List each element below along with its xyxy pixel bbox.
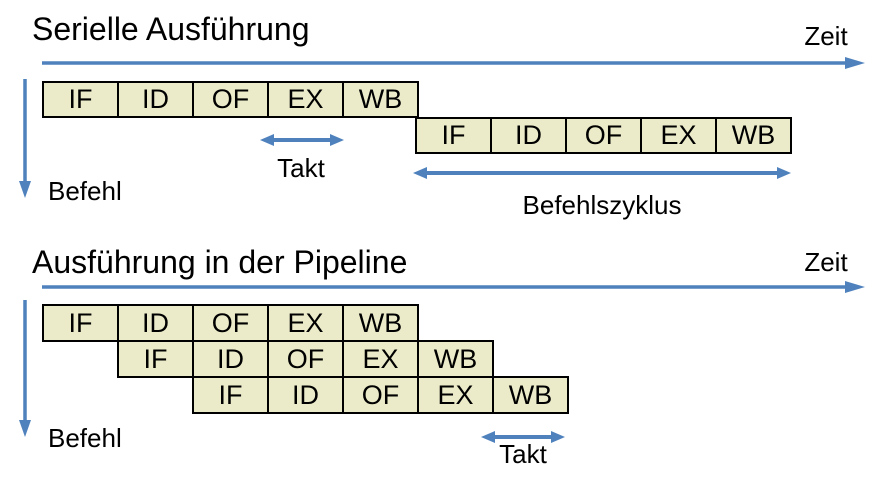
pipeline-instruction-label: Befehl: [48, 423, 122, 453]
stage-cell-wb: WB: [492, 376, 569, 414]
stage-cell-wb: WB: [342, 81, 419, 118]
pipeline-clock-period-arrow-icon: [481, 431, 565, 443]
serial-instruction-label: Befehl: [48, 176, 122, 206]
stage-cell-wb: WB: [417, 340, 494, 378]
stage-cell-ex: EX: [640, 117, 717, 154]
instruction-cycle-label: Befehlszyklus: [522, 190, 682, 220]
pipeline-time-label: Zeit: [804, 247, 848, 277]
pipeline-clock-label: Takt: [499, 439, 547, 469]
serial-time-axis-arrow-icon: [42, 57, 865, 69]
pipeline-instruction-axis-arrow-icon: [19, 300, 31, 437]
stage-cell-of: OF: [267, 340, 344, 378]
stage-cell-id: ID: [117, 304, 194, 342]
stage-cell-ex: EX: [417, 376, 494, 414]
serial-instruction-axis-arrow-icon: [19, 79, 31, 198]
stage-cell-of: OF: [565, 117, 642, 154]
stage-cell-id: ID: [117, 81, 194, 118]
pipeline-instruction-2-row: IF ID OF EX WB: [117, 340, 494, 378]
pipeline-instruction-3-row: IF ID OF EX WB: [192, 376, 569, 414]
serial-time-label: Zeit: [804, 21, 848, 51]
serial-section-title: Serielle Ausführung: [32, 11, 310, 47]
serial-instruction-2-row: IF ID OF EX WB: [415, 117, 792, 154]
stage-cell-of: OF: [342, 376, 419, 414]
pipeline-instruction-1-row: IF ID OF EX WB: [42, 304, 419, 342]
stage-cell-id: ID: [490, 117, 567, 154]
pipeline-section-title: Ausführung in der Pipeline: [32, 244, 408, 280]
stage-cell-of: OF: [192, 304, 269, 342]
serial-clock-period-arrow-icon: [260, 134, 344, 146]
stage-cell-ex: EX: [342, 340, 419, 378]
stage-cell-wb: WB: [715, 117, 792, 154]
pipeline-time-axis-arrow-icon: [42, 281, 865, 293]
stage-cell-if: IF: [42, 304, 119, 342]
stage-cell-ex: EX: [267, 304, 344, 342]
stage-cell-ex: EX: [267, 81, 344, 118]
stage-cell-if: IF: [192, 376, 269, 414]
stage-cell-id: ID: [267, 376, 344, 414]
stage-cell-if: IF: [117, 340, 194, 378]
stage-cell-if: IF: [42, 81, 119, 118]
serial-instruction-1-row: IF ID OF EX WB: [42, 81, 419, 118]
stage-cell-wb: WB: [342, 304, 419, 342]
stage-cell-id: ID: [192, 340, 269, 378]
stage-cell-of: OF: [192, 81, 269, 118]
serial-clock-label: Takt: [277, 153, 325, 183]
stage-cell-if: IF: [415, 117, 492, 154]
instruction-cycle-arrow-icon: [413, 167, 791, 179]
